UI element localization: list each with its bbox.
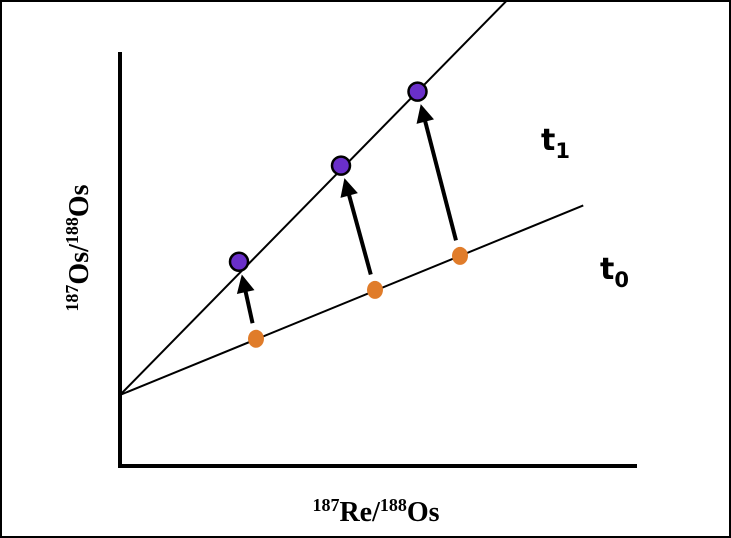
t1-subscript: 1 (555, 139, 570, 163)
data-point-t1 (407, 81, 428, 102)
data-point-t0 (367, 280, 383, 299)
data-point-t0 (248, 329, 264, 348)
arrow-shaft (422, 119, 458, 241)
arrow-head (236, 274, 255, 295)
x-axis-label: 187Re/188Os (312, 495, 439, 528)
arrow-head (340, 178, 358, 198)
arrow-shaft (346, 193, 373, 276)
line-label-t0: t0 (600, 252, 629, 292)
evolution-arrows (236, 104, 458, 324)
evolution-arrow (416, 104, 458, 241)
data-points (228, 81, 468, 348)
isochron-line-t0 (119, 204, 584, 396)
x-label-sup2: 188 (380, 495, 407, 515)
data-point-t0 (452, 246, 468, 265)
y-axis-label: 187Os/188Os (62, 184, 95, 311)
y-label-sup2: 188 (62, 217, 82, 244)
t0-subscript: 0 (614, 268, 629, 292)
arrow-head (416, 104, 434, 124)
data-point-t1 (228, 251, 250, 273)
isochron-line-t1 (119, 0, 509, 396)
line-label-t1: t1 (541, 123, 570, 163)
evolution-arrow (340, 178, 373, 276)
data-point-t1 (330, 155, 352, 176)
evolution-arrow (236, 274, 255, 324)
y-label-base2: Os (64, 184, 95, 217)
t1-base: t (541, 123, 555, 158)
isochron-lines (119, 0, 584, 396)
x-label-base2: Os (407, 497, 440, 528)
y-label-base1: Os/ (64, 243, 95, 285)
arrow-shaft (243, 289, 255, 324)
y-label-sup1: 187 (62, 285, 82, 312)
x-label-sup1: 187 (312, 495, 339, 515)
t0-base: t (600, 252, 614, 287)
x-label-base1: Re/ (339, 497, 381, 528)
